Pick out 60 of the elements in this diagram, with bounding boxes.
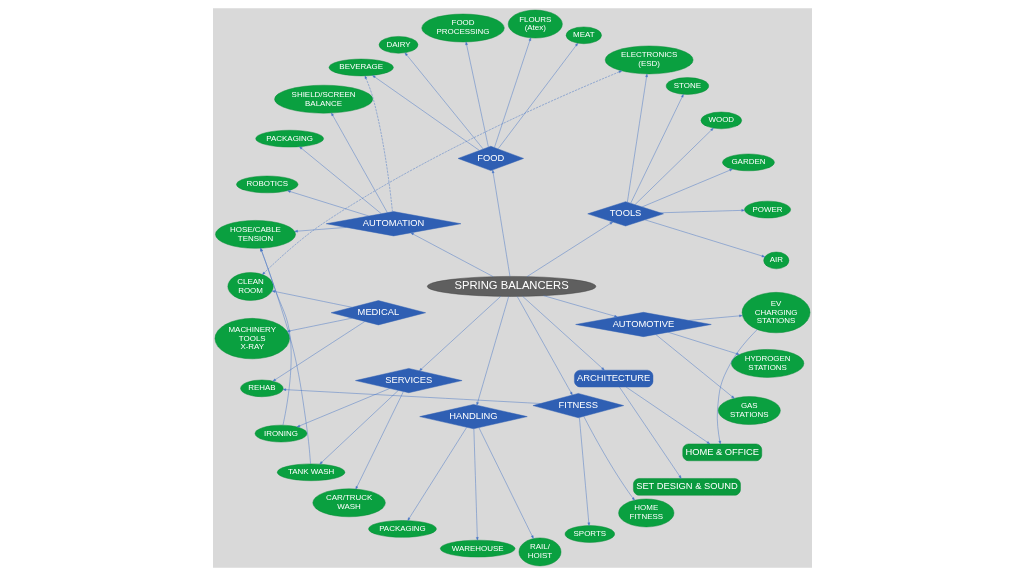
node-diamond: MEDICAL [330,300,426,326]
arrow [271,290,352,308]
arrow [688,314,743,321]
arrow [655,334,735,399]
arrow [298,146,381,214]
arrow [259,248,291,426]
node-ellipse: CAR/TRUCK WASH [312,488,386,518]
arrow [464,41,489,148]
node-diamond: HANDLING [418,404,527,429]
arrow [478,427,534,539]
node-ellipse: POWER [743,200,791,219]
arrow [493,37,531,148]
node-ellipse: SPORTS [564,525,615,543]
arrow [294,227,346,233]
arrow [330,112,388,213]
arrow [286,317,352,333]
arrow [272,321,365,382]
arrow [355,391,404,490]
arrow [259,248,311,465]
arrow [491,169,510,277]
arrow [626,73,648,203]
arrow [634,127,714,205]
node-ellipse: MEAT [565,26,602,44]
arrow [542,295,618,318]
arrow [407,427,467,521]
arrow [578,417,590,526]
arrow [410,232,494,277]
arrow [516,296,573,396]
node-ellipse: SHIELD/SCREEN BALANCE [273,84,373,114]
arrow [521,296,605,371]
node-ellipse: FLOURS (Atex) [507,9,563,39]
arrow [667,332,740,355]
node-ellipse: EV CHARGING STATIONS [741,292,810,334]
node-diamond: FOOD [457,146,524,171]
arrow [371,75,480,151]
arrow [583,416,635,501]
arrow [319,390,399,465]
node-ellipse: STONE [665,77,709,95]
arrow [296,388,390,428]
arrow [282,388,541,404]
node-ellipse: FOOD PROCESSING [421,13,505,43]
arrow [630,94,684,204]
arrow [286,190,369,217]
arrow [641,168,733,208]
node-ellipse: PACKAGING [367,520,437,538]
arrow [716,329,757,445]
arrow [625,386,710,445]
arrow [618,386,681,479]
node-box: SET DESIGN & SOUND [632,478,741,496]
arrow [659,209,745,214]
arrow [404,52,483,150]
arrow [475,296,509,406]
arrow [364,75,393,212]
arrow [473,428,479,541]
node-ellipse: SPRING BALANCERS [426,276,596,297]
arrow [497,43,578,149]
arrow [526,221,613,277]
arrow [644,219,765,258]
arrow [418,296,501,372]
arrow [261,70,622,275]
